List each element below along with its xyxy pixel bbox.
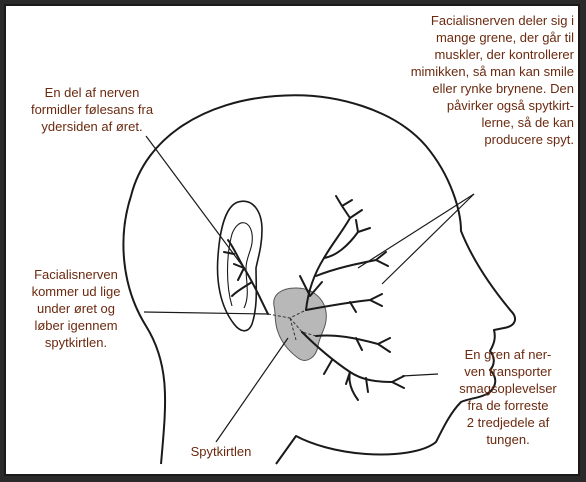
pointer-facial-branches-1: [358, 194, 474, 268]
pointer-gland: [216, 338, 288, 442]
pointer-lines: [144, 136, 474, 442]
diagram-frame: Facialisnerven deler sig i mange grene, …: [4, 4, 580, 476]
pointer-ear-sensation: [146, 136, 244, 268]
label-gland: Spytkirtlen: [166, 443, 276, 460]
label-taste-branch: En gren af ner- ven transporter smagsopl…: [440, 346, 576, 448]
label-ear-sensation: En del af nerven formidler følesans fra …: [8, 84, 176, 135]
salivary-gland: [274, 288, 327, 360]
label-nerve-exit: Facialisnerven kommer ud lige under øret…: [14, 266, 138, 351]
pointer-taste: [402, 374, 438, 376]
label-facial-branches: Facialisnerven deler sig i mange grene, …: [362, 12, 574, 148]
pointer-facial-branches-2: [382, 194, 474, 284]
